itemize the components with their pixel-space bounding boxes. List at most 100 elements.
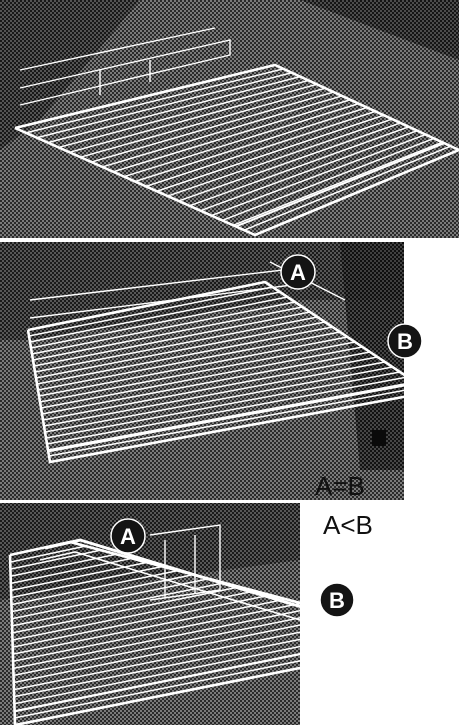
bottom-wire-rack [8, 538, 446, 725]
marker-bottom-a-circle [110, 518, 146, 554]
panel-divider-2 [0, 500, 459, 503]
rack-wire [11, 569, 179, 606]
rack-wire [42, 356, 378, 421]
marker-bottom-a-label: A [120, 524, 136, 549]
rack-wire [12, 602, 302, 662]
rack-wire [222, 137, 435, 222]
relation-text-middle: A=B [315, 471, 365, 501]
rack-wire [13, 614, 348, 684]
rack-wire [12, 586, 240, 634]
rack-wire [12, 598, 286, 655]
rack-wire [11, 582, 225, 627]
rack-wire [38, 336, 348, 397]
rack-wire [112, 99, 351, 173]
rack-wire [69, 83, 318, 154]
rack-wire [91, 91, 334, 163]
rack-wire [12, 590, 256, 641]
rack-frame [26, 280, 404, 464]
marker-bottom-b-label: B [329, 588, 345, 613]
marker-middle-b-circle [387, 323, 423, 359]
oven-side-wall [0, 0, 140, 150]
rack-wire [13, 610, 333, 677]
panel-bottom-blank-area [300, 503, 459, 725]
rack-wire [13, 606, 317, 670]
top-side-rails [19, 27, 231, 106]
rack-wire [12, 594, 271, 648]
rack-back-rail [44, 538, 446, 652]
rack-wire [11, 573, 194, 613]
rack-wire [134, 106, 368, 183]
rack-wire [10, 549, 101, 570]
rack-wire [145, 110, 376, 188]
rack-wire [189, 126, 410, 207]
rack-wire [58, 79, 309, 149]
rack-front-rod [235, 142, 445, 228]
rack-front-rod [14, 631, 411, 713]
rack-wire [30, 296, 288, 349]
middle-wire-rack [26, 280, 404, 464]
rack-wire [123, 102, 359, 178]
rack-wire [41, 351, 371, 415]
rack-wire [211, 133, 426, 217]
rack-wire [36, 72, 292, 139]
rack-wire [32, 306, 303, 361]
rack-wire [243, 145, 451, 231]
marker-middle-a-label: A [290, 260, 306, 285]
rack-wire [37, 331, 341, 391]
rack-wire [47, 383, 404, 451]
rack-wire [102, 95, 343, 168]
relation-text-bottom: A<B [323, 510, 373, 540]
rack-wire [39, 341, 356, 403]
marker-bottom-a: A [110, 518, 146, 554]
rack-wire [31, 301, 296, 355]
rack-wire [14, 622, 379, 698]
rack-wire [14, 635, 425, 719]
panel-bottom [0, 503, 459, 725]
marker-bottom-b: B [319, 582, 355, 618]
rack-wire [33, 311, 311, 367]
rack-wire [43, 361, 386, 427]
marker-middle-a: A [280, 254, 316, 290]
rack-wire [28, 286, 273, 337]
rack-wire [232, 141, 443, 226]
panel-divider-1 [0, 238, 459, 242]
rack-wire [80, 87, 326, 158]
rack-frame [14, 63, 459, 237]
rack-wire [34, 316, 318, 373]
panel-top [0, 0, 459, 238]
rack-wire [13, 618, 364, 691]
oven-door-edge [340, 242, 404, 470]
marker-middle-a-circle [280, 254, 316, 290]
middle-panel-margin [404, 242, 459, 503]
rack-wire [156, 114, 384, 192]
rack-wire [47, 75, 301, 144]
rack-wire [25, 68, 284, 134]
rack-wire [40, 346, 363, 409]
rack-wire [44, 366, 393, 433]
rack-back-rail-inner [39, 551, 441, 663]
panel-middle [0, 242, 404, 500]
rack-wire [14, 627, 394, 705]
door-latch [372, 430, 386, 446]
rack-wire [36, 326, 333, 385]
oven-back-wall [0, 0, 459, 60]
rack-wire [29, 291, 281, 343]
rack-front-rod [48, 384, 404, 453]
rack-wire [167, 118, 393, 197]
rack-wire [10, 545, 86, 563]
marker-middle-b-label: B [397, 329, 413, 354]
rack-wire [48, 389, 404, 457]
marker-middle-b: B [387, 323, 423, 359]
rack-wire [11, 578, 209, 620]
rack-wire [10, 553, 117, 577]
rack-wire [200, 129, 418, 212]
top-wire-rack [14, 63, 459, 237]
rack-wire [46, 376, 404, 445]
rack-wire [35, 321, 326, 379]
oven-cavity-wall [0, 503, 300, 600]
rack-wire [45, 371, 401, 439]
rack-wire [178, 122, 401, 202]
marker-bottom-b-circle [319, 582, 355, 618]
